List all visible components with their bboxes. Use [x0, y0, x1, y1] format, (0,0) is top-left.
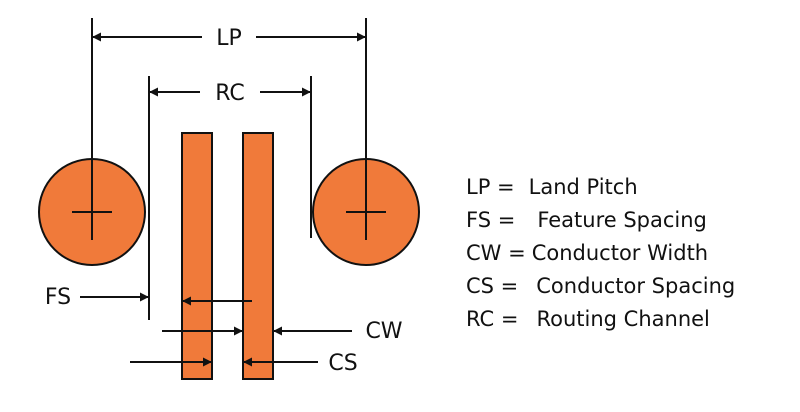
legend-desc: Feature Spacing — [537, 207, 707, 232]
legend-desc: Conductor Width — [531, 240, 709, 265]
legend-row-rc: RC = Routing Channel — [466, 302, 786, 335]
cw-label: CW — [365, 319, 402, 344]
cs-label: CS — [328, 351, 357, 376]
conductor-trace-right — [242, 132, 274, 380]
rc-label: RC — [215, 81, 245, 106]
legend-abbr: RC = — [466, 306, 519, 331]
legend-row-fs: FS = Feature Spacing — [466, 203, 786, 236]
legend-row-cs: CS = Conductor Spacing — [466, 269, 786, 302]
conductor-trace-left — [181, 132, 213, 380]
legend-abbr: CS = — [466, 273, 519, 298]
legend-abbr: FS = — [466, 207, 516, 232]
legend-row-cw: CW = Conductor Width — [466, 236, 786, 269]
legend-desc: Conductor Spacing — [536, 273, 736, 298]
fs-label: FS — [45, 285, 71, 310]
legend-desc: Land Pitch — [528, 174, 638, 199]
legend-abbr: LP = — [466, 174, 515, 199]
legend-abbr: CW = — [466, 240, 526, 265]
abbreviation-legend: LP = Land Pitch FS = Feature Spacing CW … — [466, 170, 786, 335]
legend-row-lp: LP = Land Pitch — [466, 170, 786, 203]
lp-label: LP — [216, 26, 242, 51]
legend-desc: Routing Channel — [536, 306, 710, 331]
